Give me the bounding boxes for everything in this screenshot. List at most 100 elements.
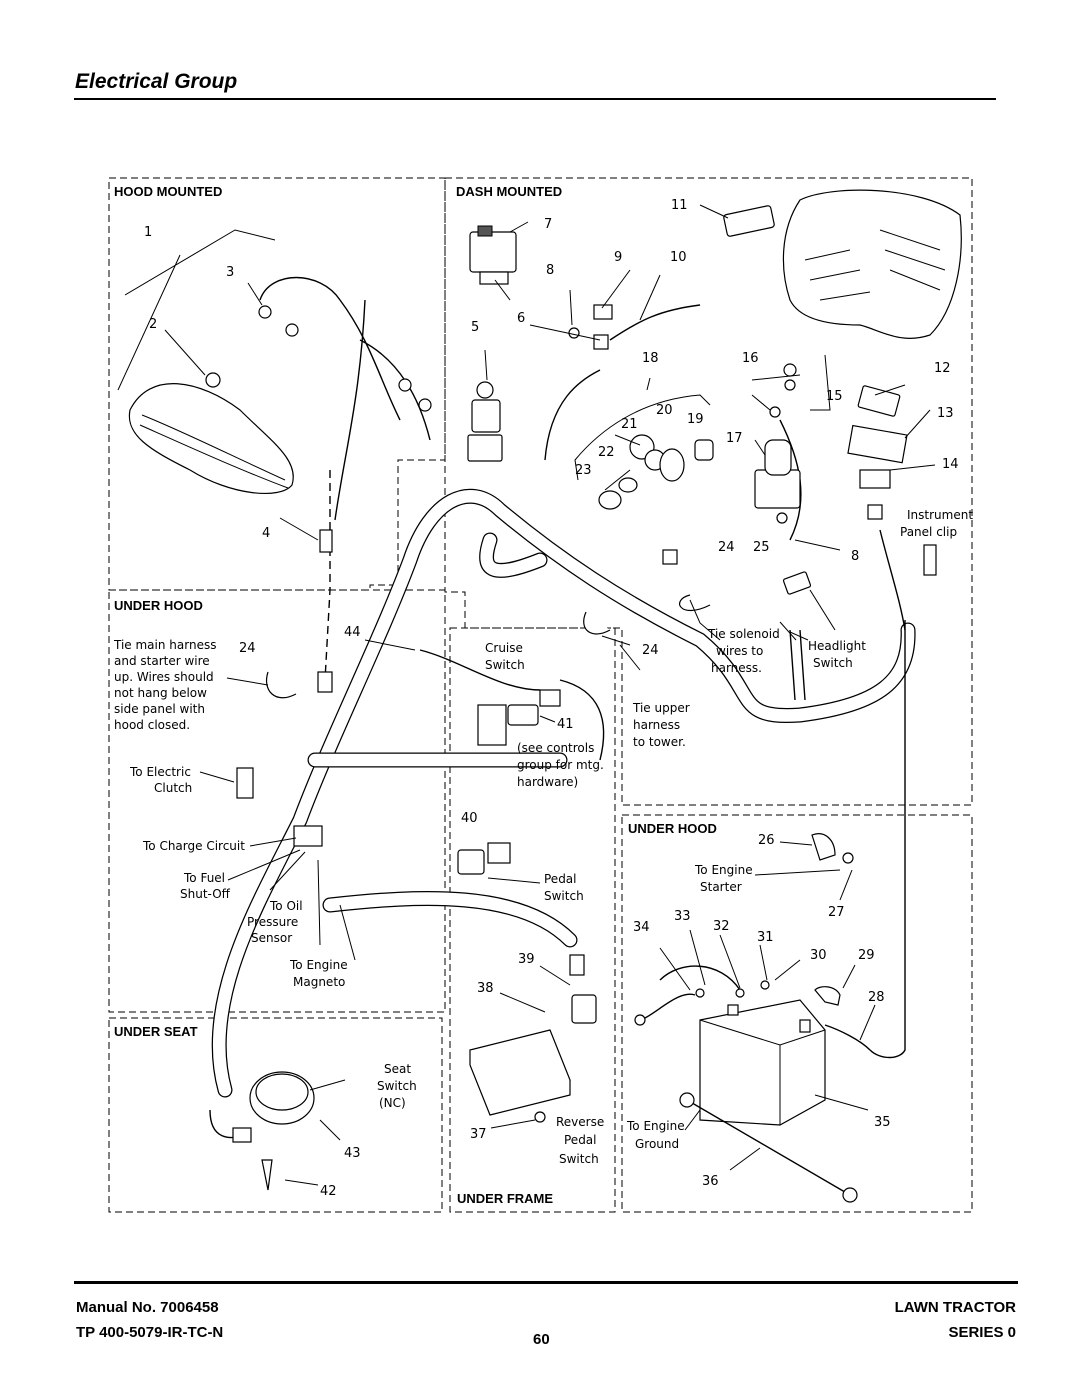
components xyxy=(128,189,962,1203)
callout-36: 36 xyxy=(702,1174,719,1189)
note-seat-switch: Seat Switch (NC) xyxy=(377,1062,421,1110)
callout-24b: 24 xyxy=(642,643,659,658)
callout-9: 9 xyxy=(614,250,622,265)
note-tie-upper: Tie upper harness to tower. xyxy=(632,701,693,749)
callouts: 1 2 3 4 5 6 7 8 9 10 11 12 13 14 15 16 1… xyxy=(144,198,959,1199)
note-oil-pressure: To Oil Pressure Sensor xyxy=(247,899,306,945)
callout-24c: 24 xyxy=(718,540,735,555)
main-harness xyxy=(211,488,916,1098)
hood-panel xyxy=(782,189,962,339)
callout-30: 30 xyxy=(810,948,827,963)
pedal-switch xyxy=(457,849,485,875)
box-under-hood-left xyxy=(108,589,446,1013)
note-fuel-shutoff: To Fuel Shut-Off xyxy=(180,871,231,901)
battery-rod xyxy=(686,1099,851,1196)
note-engine-starter: To Engine Starter xyxy=(694,863,756,894)
callout-23: 23 xyxy=(575,463,592,478)
box-under-seat xyxy=(108,1017,443,1213)
callout-21: 21 xyxy=(621,417,638,432)
tp-code: TP 400-5079-IR-TC-N xyxy=(76,1324,224,1341)
note-tie-main-harness: Tie main harness and starter wire up. Wi… xyxy=(113,638,220,732)
cruise-switch xyxy=(507,704,539,726)
manual-number: Manual No. 7006458 xyxy=(76,1299,219,1316)
box-hood-mounted xyxy=(108,177,446,591)
callout-11: 11 xyxy=(671,198,688,213)
note-engine-magneto: To Engine Magneto xyxy=(289,958,351,989)
callout-33: 33 xyxy=(674,909,691,924)
page-title: Electrical Group xyxy=(75,70,238,93)
callout-5: 5 xyxy=(471,320,479,335)
section-title-dash-mounted: DASH MOUNTED xyxy=(456,184,562,199)
note-tie-solenoid: Tie solenoid wires to harness. xyxy=(707,627,784,675)
box-dash-mounted xyxy=(444,177,973,806)
box-under-frame xyxy=(449,627,616,1213)
callout-2: 2 xyxy=(149,317,157,332)
product-name: LAWN TRACTOR xyxy=(894,1299,1016,1316)
callout-43: 43 xyxy=(344,1146,361,1161)
callout-44: 44 xyxy=(344,625,361,640)
callout-13: 13 xyxy=(937,406,954,421)
ignition-switch xyxy=(469,231,517,273)
callout-4: 4 xyxy=(262,526,270,541)
callout-31: 31 xyxy=(757,930,774,945)
callout-24a: 24 xyxy=(239,641,256,656)
section-title-under-frame: UNDER FRAME xyxy=(457,1191,553,1206)
note-pedal-switch: Pedal Switch xyxy=(544,872,584,903)
callout-39: 39 xyxy=(518,952,535,967)
section-title-under-hood-left: UNDER HOOD xyxy=(114,598,203,613)
callout-12: 12 xyxy=(934,361,951,376)
section-title-under-seat: UNDER SEAT xyxy=(114,1024,198,1039)
pto-switch-knob xyxy=(476,381,494,399)
callout-8b: 8 xyxy=(851,549,859,564)
callout-28: 28 xyxy=(868,990,885,1005)
callout-42: 42 xyxy=(320,1184,337,1199)
title-rule xyxy=(74,98,996,100)
callout-29: 29 xyxy=(858,948,875,963)
headlight-switch xyxy=(857,385,901,417)
callout-34: 34 xyxy=(633,920,650,935)
callout-41: 41 xyxy=(557,717,574,732)
callout-15: 15 xyxy=(826,389,843,404)
section-title-hood-mounted: HOOD MOUNTED xyxy=(114,184,222,199)
note-engine-ground: To Engine Ground xyxy=(626,1119,688,1151)
callout-32: 32 xyxy=(713,919,730,934)
note-charge-circuit: To Charge Circuit xyxy=(142,839,245,853)
footer-rule xyxy=(74,1281,1018,1284)
note-headlight-switch: Headlight Switch xyxy=(808,639,870,670)
note-see-controls: (see controls group for mtg. hardware) xyxy=(517,741,608,789)
starter-solenoid xyxy=(754,469,801,509)
callout-37: 37 xyxy=(470,1127,487,1142)
page-number: 60 xyxy=(533,1331,550,1348)
bulb xyxy=(205,372,221,388)
callout-3: 3 xyxy=(226,265,234,280)
callout-18: 18 xyxy=(642,351,659,366)
section-boxes xyxy=(108,177,973,1213)
callout-40: 40 xyxy=(461,811,478,826)
callout-19: 19 xyxy=(687,412,704,427)
notes: Tie main harness and starter wire up. Wi… xyxy=(113,508,973,1166)
note-reverse-pedal: Reverse Pedal Switch xyxy=(556,1115,608,1166)
headlight-assembly xyxy=(128,383,294,495)
leader-lines xyxy=(117,204,936,1186)
callout-10: 10 xyxy=(670,250,687,265)
callout-35: 35 xyxy=(874,1115,891,1130)
section-title-under-hood-right: UNDER HOOD xyxy=(628,821,717,836)
callout-22: 22 xyxy=(598,445,615,460)
callout-26: 26 xyxy=(758,833,775,848)
callout-14: 14 xyxy=(942,457,959,472)
dash-insert-11 xyxy=(723,205,775,237)
callout-1: 1 xyxy=(144,225,152,240)
note-electric-clutch: To Electric Clutch xyxy=(129,765,195,795)
callout-20: 20 xyxy=(656,403,673,418)
callout-17: 17 xyxy=(726,431,743,446)
callout-38: 38 xyxy=(477,981,494,996)
box-under-hood-right xyxy=(621,814,973,1213)
callout-6: 6 xyxy=(517,311,525,326)
callout-8a: 8 xyxy=(546,263,554,278)
note-cruise-switch: Cruise Switch xyxy=(485,641,527,672)
callout-7: 7 xyxy=(544,217,552,232)
callout-16: 16 xyxy=(742,351,759,366)
series-label: SERIES 0 xyxy=(948,1324,1016,1341)
callout-25: 25 xyxy=(753,540,770,555)
